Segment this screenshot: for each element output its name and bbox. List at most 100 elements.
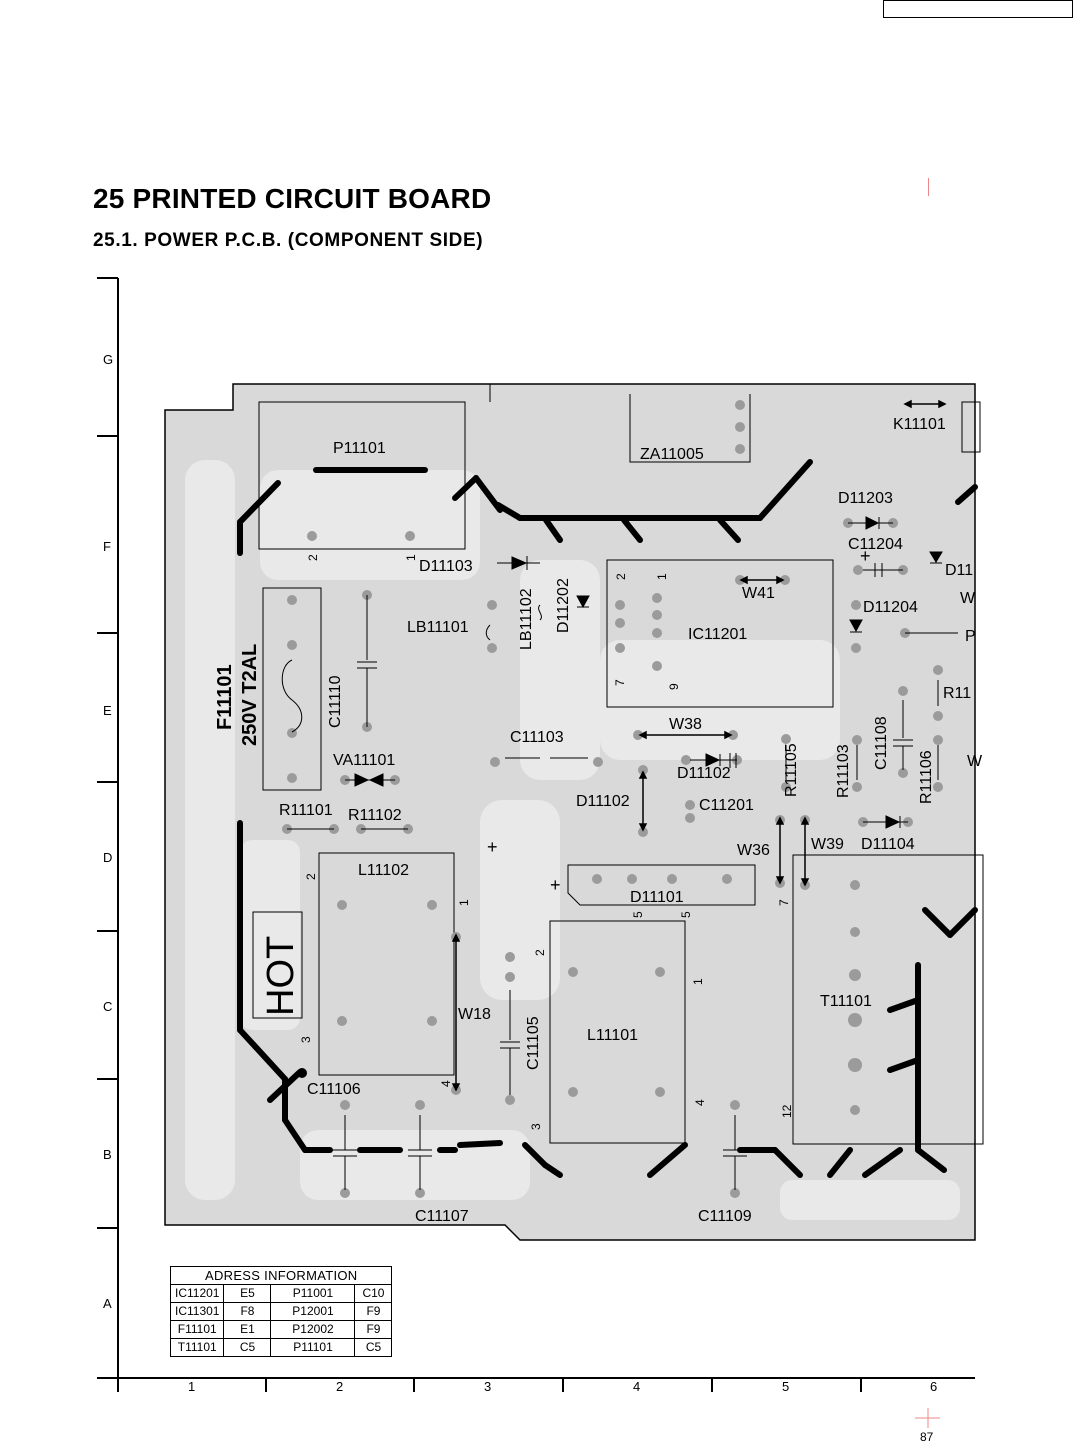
row-label-d: D xyxy=(103,850,112,865)
jumper-traces xyxy=(237,459,978,1178)
pin-t11101-7: 7 xyxy=(777,899,791,906)
outline-fuse xyxy=(262,587,322,791)
pin-p11101-2: 2 xyxy=(306,554,320,561)
pin-l11101-3: 3 xyxy=(529,1123,543,1130)
header-box xyxy=(883,0,1073,18)
table-row: IC11301 F8 P12001 F9 xyxy=(169,1302,393,1321)
outline-p11101 xyxy=(258,401,466,550)
pin-l11101-1: 1 xyxy=(691,978,705,985)
pin-p11101-1: 1 xyxy=(404,554,418,561)
label-w39: W39 xyxy=(811,836,844,853)
diode-d11_cut xyxy=(929,551,943,563)
label-w36: W36 xyxy=(737,842,770,859)
outline-l11101 xyxy=(549,920,686,1144)
label-w-cut2: W xyxy=(967,753,983,770)
label-w-cut: W xyxy=(960,590,976,607)
row-label-b: B xyxy=(103,1147,112,1162)
label-p-cut: P xyxy=(965,628,976,645)
hot-label: HOT xyxy=(260,936,302,1016)
label-r11-cut: R11 xyxy=(943,685,971,702)
label-w41: W41 xyxy=(742,585,775,602)
label-lb11101: LB11101 xyxy=(407,619,469,636)
label-va11101: VA11101 xyxy=(333,752,395,769)
label-d11102-a: D11102 xyxy=(677,765,731,782)
label-r11106: R11106 xyxy=(918,750,935,804)
label-ic11201: IC11201 xyxy=(688,626,747,643)
label-c11109: C11109 xyxy=(698,1208,752,1225)
outline-t11101 xyxy=(792,854,984,1145)
diodes xyxy=(345,516,943,829)
label-d11203: D11203 xyxy=(838,490,893,507)
pin-l11102-3: 3 xyxy=(299,1036,313,1043)
row-label-a: A xyxy=(103,1296,112,1311)
row-label-c: C xyxy=(103,999,112,1014)
component-outlines xyxy=(252,394,984,1145)
col-label-2: 2 xyxy=(336,1379,343,1394)
row-label-g: G xyxy=(103,352,113,367)
col-label-1: 1 xyxy=(188,1379,195,1394)
pin-d11101-5b: 5 xyxy=(679,911,693,918)
component-labels: P11101 ZA11005 K11101 D11203 C11204 D11 … xyxy=(279,416,983,1225)
label-d11103: D11103 xyxy=(419,558,473,575)
row-label-f: F xyxy=(103,539,111,554)
table-row: IC11201 E5 P11001 C10 xyxy=(169,1284,393,1303)
label-lb11102: LB11102 xyxy=(518,588,535,650)
label-r11103: R11103 xyxy=(835,744,852,798)
pin-l11101-2: 2 xyxy=(533,949,547,956)
label-l11101: L11101 xyxy=(587,1027,638,1044)
pin-t11101-12: 12 xyxy=(780,1104,794,1118)
col-label-3: 3 xyxy=(484,1379,491,1394)
bottom-crop-mark xyxy=(915,1408,940,1428)
outline-ic11201 xyxy=(606,559,834,708)
label-k11101: K11101 xyxy=(893,416,946,433)
outline-hot xyxy=(252,911,303,1019)
diode-d11204 xyxy=(849,619,863,633)
row-ticks xyxy=(97,277,118,1229)
label-r11102: R11102 xyxy=(348,807,402,824)
pin-l11102-2: 2 xyxy=(304,873,318,880)
outline-d11101 xyxy=(567,864,756,906)
label-r11105: R11105 xyxy=(783,743,800,797)
pin-d11101-5a: 5 xyxy=(631,911,645,918)
label-l11102: L11102 xyxy=(358,862,409,879)
polarity-marks: + + + xyxy=(487,546,871,895)
label-d11202: D11202 xyxy=(555,578,572,633)
label-w18: W18 xyxy=(458,1006,491,1023)
label-c11110: C11110 xyxy=(327,675,344,728)
pin-l11102-1: 1 xyxy=(457,899,471,906)
label-t11101: T11101 xyxy=(820,993,872,1010)
label-r11101: R11101 xyxy=(279,802,333,819)
col-ticks xyxy=(265,1378,862,1392)
outline-k11101 xyxy=(961,401,981,453)
col-label-6: 6 xyxy=(930,1379,937,1394)
col-label-4: 4 xyxy=(633,1379,640,1394)
plus-mark-3: + xyxy=(860,546,871,566)
col-label-5: 5 xyxy=(782,1379,789,1394)
label-d11104: D11104 xyxy=(861,836,915,853)
plus-mark-2: + xyxy=(550,875,561,895)
trace-node xyxy=(297,1068,307,1078)
col-labels: 1 2 3 4 5 6 xyxy=(188,1379,937,1394)
table-row: F11101 E1 P12002 F9 xyxy=(169,1320,393,1339)
pin-ic-2: 2 xyxy=(614,573,628,580)
grid-frame xyxy=(97,278,975,1392)
pin-l11102-4: 4 xyxy=(439,1080,453,1087)
pin-ic-7: 7 xyxy=(613,679,627,686)
label-w38: W38 xyxy=(669,716,702,733)
label-c11107: C11107 xyxy=(415,1208,469,1225)
label-d11102-b: D11102 xyxy=(576,793,630,810)
label-za11005: ZA11005 xyxy=(640,446,704,463)
label-d11101: D11101 xyxy=(630,889,684,906)
pin-ic-1: 1 xyxy=(655,573,669,580)
label-d11204: D11204 xyxy=(863,599,918,616)
label-c11108: C11108 xyxy=(873,716,890,770)
rotated-labels: LB11102 D11202 C11110 R11105 R11103 C111… xyxy=(327,578,935,1070)
pin-ic-9: 9 xyxy=(667,683,681,690)
table-row: T11101 C5 P11101 C5 xyxy=(169,1338,393,1357)
label-p11101: P11101 xyxy=(333,440,386,457)
label-c11103: C11103 xyxy=(510,729,564,746)
plus-mark-1: + xyxy=(487,837,498,857)
address-table: ADRESS INFORMATION IC11201 E5 P11001 C10… xyxy=(169,1266,393,1357)
label-c11105: C11105 xyxy=(525,1016,542,1070)
